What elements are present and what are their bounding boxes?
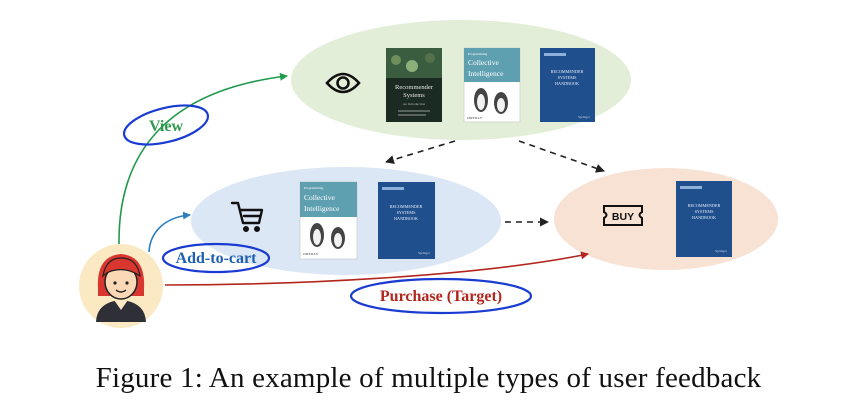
- shopping-cart-icon: [230, 201, 264, 232]
- book-ci-publisher-cart: O'REILLY: [303, 252, 319, 256]
- add-to-cart-label-text: Add-to-cart: [176, 250, 258, 267]
- book-collective-intelligence-cover-cart: Programming Collective Intelligence O'RE…: [299, 181, 358, 260]
- view-arrow: [118, 72, 288, 245]
- book-ci-title-2: Intelligence: [468, 69, 504, 78]
- book-recommender-title-2: Systems: [403, 92, 425, 99]
- book-handbook-line3-cart: HANDBOOK: [394, 216, 418, 221]
- purchase-label: Purchase (Target): [349, 277, 533, 315]
- eye-icon: [325, 72, 361, 94]
- book-handbook-line2-buy: SYSTEMS: [695, 209, 715, 214]
- book-ci-title-1: Collective: [468, 58, 499, 67]
- book-handbook-cover-buy: RECOMMENDER SYSTEMS HANDBOOK Springer: [676, 181, 732, 257]
- add-to-cart-arrow: [148, 211, 191, 253]
- add-to-cart-label: Add-to-cart: [161, 242, 271, 274]
- view-label: View: [122, 104, 210, 146]
- figure-caption: Figure 1: An example of multiple types o…: [95, 362, 762, 394]
- book-ci-title-1-cart: Collective: [304, 193, 335, 202]
- book-ci-kicker: Programming: [468, 52, 487, 56]
- book-handbook-cover-cart: RECOMMENDER SYSTEMS HANDBOOK Springer: [378, 182, 435, 259]
- book-handbook-line1-buy: RECOMMENDER: [688, 203, 721, 208]
- book-ci-publisher: O'REILLY: [467, 116, 483, 120]
- book-handbook-line1-view: RECOMMENDER: [551, 69, 584, 74]
- user-avatar: [79, 244, 163, 328]
- book-handbook-publisher-cart: Springer: [418, 251, 431, 255]
- book-handbook-line3-view: HANDBOOK: [555, 81, 579, 86]
- book-handbook-line2-cart: SYSTEMS: [397, 210, 417, 215]
- book-recommender-systems-cover: Recommender Systems An Introduction: [386, 48, 442, 122]
- book-recommender-title-1: Recommender: [395, 84, 434, 91]
- view-label-text: View: [149, 118, 184, 135]
- book-handbook-publisher-view: Springer: [578, 115, 591, 119]
- book-handbook-cover-view: RECOMMENDER SYSTEMS HANDBOOK Springer: [540, 48, 595, 122]
- book-collective-intelligence-cover: Programming Collective Intelligence O'RE…: [463, 47, 521, 123]
- book-handbook-line3-buy: HANDBOOK: [692, 215, 716, 220]
- book-ci-title-2-cart: Intelligence: [304, 204, 340, 213]
- book-handbook-line2-view: SYSTEMS: [558, 75, 578, 80]
- purchase-arrow: [164, 251, 589, 286]
- buy-ticket-text: BUY: [612, 211, 634, 223]
- view-to-buy-dashed-arrow: [518, 140, 605, 173]
- book-ci-kicker-cart: Programming: [304, 186, 323, 190]
- purchase-label-text: Purchase (Target): [380, 288, 502, 305]
- book-handbook-publisher-buy: Springer: [715, 249, 728, 253]
- book-recommender-subtitle: An Introduction: [403, 102, 426, 106]
- buy-ticket-icon: BUY: [603, 205, 643, 226]
- view-to-cart-dashed-arrow: [385, 140, 456, 164]
- book-handbook-line1-cart: RECOMMENDER: [390, 204, 423, 209]
